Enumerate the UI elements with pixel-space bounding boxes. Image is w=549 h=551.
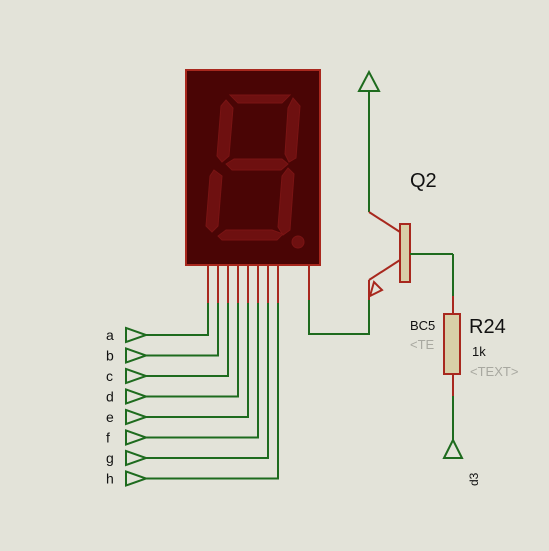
- resistor-text-placeholder: <TEXT>: [470, 364, 518, 379]
- transistor-base-bar: [399, 223, 411, 283]
- segment-d: [217, 229, 284, 241]
- seven-segment-display[interactable]: [185, 69, 321, 266]
- resistor-value-label: 1k: [472, 344, 486, 359]
- wire-g: [146, 303, 269, 459]
- power-arrow-icon: [357, 69, 381, 92]
- resistor-ref-label: R24: [469, 316, 506, 338]
- terminal-label-h: h: [106, 471, 114, 487]
- input-terminal-a-icon[interactable]: [125, 326, 150, 344]
- transistor-text-placeholder: <TE: [410, 337, 435, 352]
- terminal-label-c: c: [106, 368, 113, 384]
- segment-f: [216, 99, 234, 163]
- segment-dp: [291, 235, 305, 249]
- input-terminal-h-icon[interactable]: [125, 470, 150, 487]
- input-terminal-d-icon[interactable]: [125, 388, 150, 405]
- display-pins: [207, 265, 279, 303]
- terminal-label-b: b: [106, 348, 114, 364]
- transistor-value-label: BC5: [410, 318, 435, 333]
- segment-c: [277, 167, 295, 236]
- wire-c: [146, 303, 229, 377]
- power-terminal[interactable]: [357, 69, 381, 92]
- input-terminal-d3[interactable]: [442, 437, 464, 459]
- emitter-arrow: [368, 280, 384, 298]
- transistor-ref-label: Q2: [410, 170, 437, 192]
- terminal-label-a: a: [106, 327, 114, 343]
- net-label-d3: d3: [467, 472, 481, 486]
- input-arrow-icon: [442, 437, 464, 459]
- emitter-leg: [368, 259, 401, 281]
- segment-e: [205, 169, 223, 233]
- display-segments: [205, 94, 305, 249]
- wire-b: [146, 303, 219, 357]
- wire-h: [146, 303, 279, 480]
- segment-wires: [146, 303, 279, 480]
- wire-d: [146, 303, 239, 398]
- terminal-label-e: e: [106, 409, 114, 425]
- input-terminal-c-icon[interactable]: [125, 367, 150, 385]
- resistor-r24[interactable]: [443, 254, 461, 440]
- terminal-label-f: f: [106, 430, 110, 446]
- terminal-label-g: g: [106, 450, 114, 466]
- input-terminal-g-icon[interactable]: [125, 449, 150, 467]
- segment-a: [228, 94, 292, 104]
- terminal-label-d: d: [106, 389, 114, 405]
- wire-f: [146, 303, 259, 439]
- wire-a: [146, 303, 209, 336]
- input-terminal-f-icon[interactable]: [125, 429, 150, 446]
- wire-e: [146, 303, 249, 418]
- segment-g: [225, 158, 289, 171]
- segment-b: [284, 97, 301, 163]
- input-terminal-b-icon[interactable]: [125, 347, 150, 364]
- input-terminal-e-icon[interactable]: [125, 408, 150, 426]
- common-wire: [308, 300, 370, 335]
- collector-leg: [368, 211, 401, 233]
- transistor-q2[interactable]: [368, 90, 453, 300]
- resistor-body: [443, 313, 461, 375]
